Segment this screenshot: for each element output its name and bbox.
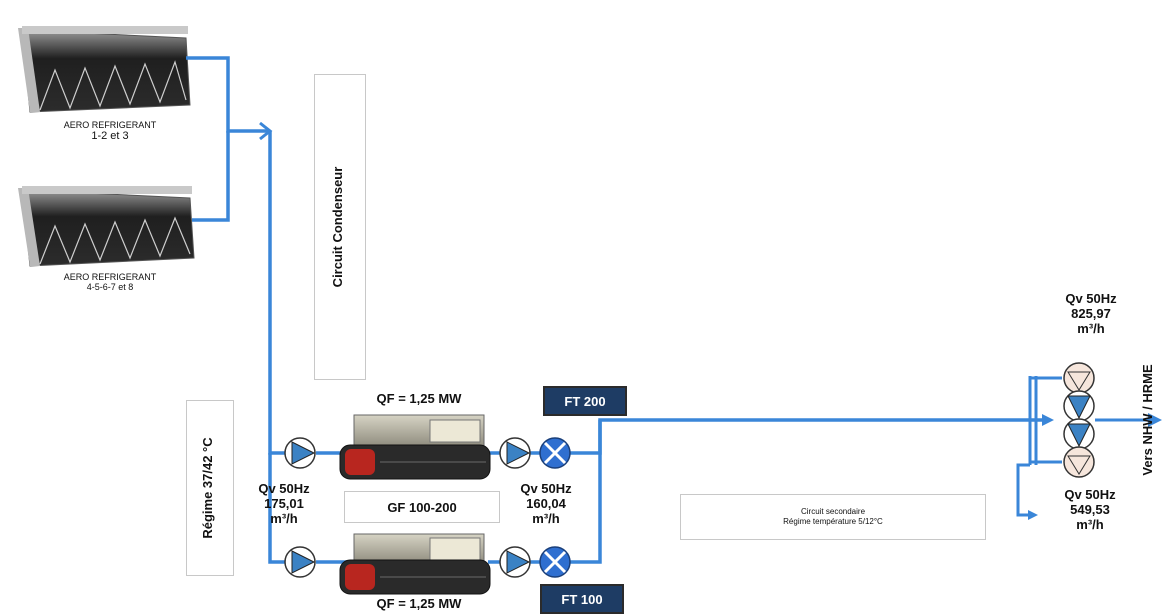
qv-mid-label: Qv 50Hz 160,04 m³/h [506,482,586,527]
pump-left-top-icon [285,438,315,468]
secondary-circuit-note: Circuit secondaire Régime température 5/… [680,494,986,540]
qf-top-label: QF = 1,25 MW [354,392,484,407]
ft-200-badge: FT 200 [543,386,627,416]
aero-1-label: AERO REFRIGERANT 1-2 et 3 [30,120,190,143]
pump-mid-top-icon [500,438,530,468]
gf-label: GF 100-200 [344,491,500,523]
qf-bottom-label: QF = 1,25 MW [354,597,484,612]
qv-right-top-label: Qv 50Hz 825,97 m³/h [1050,292,1132,337]
manifold-pump-4-icon [1064,447,1094,477]
qv-left-label: Qv 50Hz 175,01 m³/h [248,482,320,527]
aero-2-label: AERO REFRIGERANT 4-5-6-7 et 8 [30,272,190,293]
destination-label: Vers NHW / HRME [1140,350,1160,490]
aero-refrigerant-unit-2 [18,186,194,266]
manifold-pump-2-icon [1064,391,1094,421]
regime-label: Régime 37/42 °C [200,418,220,558]
manifold-pump-1-icon [1064,363,1094,393]
chiller-top [340,415,490,479]
ft-100-badge: FT 100 [540,584,624,614]
valve-top-icon [540,438,570,468]
qv-right-bottom-label: Qv 50Hz 549,53 m³/h [1042,488,1138,533]
valve-bottom-icon [540,547,570,577]
chiller-bottom [340,534,490,594]
pump-left-bottom-icon [285,547,315,577]
circuit-condenseur-label: Circuit Condenseur [330,127,350,327]
aero-refrigerant-unit-1 [18,26,190,112]
manifold-pump-3-icon [1064,419,1094,449]
pump-mid-bottom-icon [500,547,530,577]
